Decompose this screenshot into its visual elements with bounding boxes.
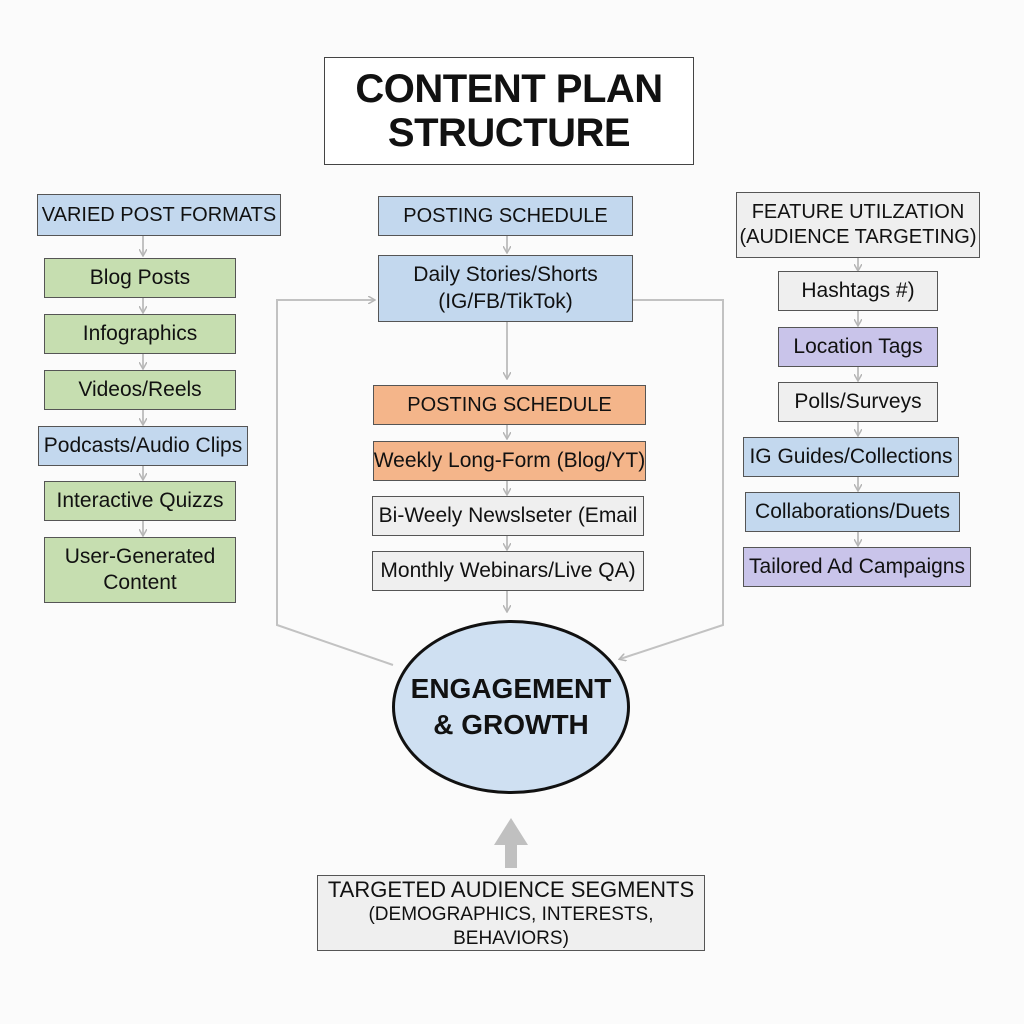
diagram-title: CONTENT PLAN STRUCTURE <box>324 57 694 165</box>
left-item-ugc: User-Generated Content <box>44 537 236 603</box>
center-daily-stories: Daily Stories/Shorts (IG/FB/TikTok) <box>378 255 633 322</box>
loop-arrow-left-to-daily <box>276 300 394 666</box>
right-header: FEATURE UTILZATION (AUDIENCE TARGETING) <box>736 192 980 258</box>
left-item-ugc-line2: Content <box>103 571 177 594</box>
left-item-ugc-line1: User-Generated <box>64 544 216 568</box>
center-daily-line1: Daily Stories/Shorts <box>413 263 598 287</box>
center-daily-line2: (IG/FB/TikTok) <box>438 289 573 313</box>
upward-arrow <box>494 818 528 868</box>
center-monthly: Monthly Webinars/Live QA) <box>372 551 644 591</box>
diagram-title-line1: CONTENT PLAN <box>355 67 663 111</box>
engagement-growth-node: ENGAGEMENT & GROWTH <box>392 620 630 794</box>
audience-segments-line2: (DEMOGRAPHICS, INTERESTS, BEHAVIORS) <box>368 904 654 949</box>
center-biweekly: Bi-Weely Newslseter (Email <box>372 496 644 536</box>
loop-arrow-daily-to-ellipse <box>620 299 724 659</box>
left-item-quizzes: Interactive Quizzs <box>44 481 236 521</box>
center-weekly: Weekly Long-Form (Blog/YT) <box>373 441 646 481</box>
left-item-videos-reels: Videos/Reels <box>44 370 236 410</box>
right-item-hashtags: Hashtags #) <box>778 271 938 311</box>
right-item-ig-guides: IG Guides/Collections <box>743 437 959 477</box>
center-header-2: POSTING SCHEDULE <box>373 385 646 425</box>
left-item-blog-posts: Blog Posts <box>44 258 236 298</box>
left-item-podcasts: Podcasts/Audio Clips <box>38 426 248 466</box>
audience-segments-line1: TARGETED AUDIENCE SEGMENTS <box>327 876 695 902</box>
right-item-collaborations: Collaborations/Duets <box>745 492 960 532</box>
audience-segments-box: TARGETED AUDIENCE SEGMENTS (DEMOGRAPHICS… <box>317 875 705 951</box>
right-item-location-tags: Location Tags <box>778 327 938 367</box>
right-item-polls: Polls/Surveys <box>778 382 938 422</box>
right-header-line1: FEATURE UTILZATION <box>751 201 965 223</box>
engagement-growth-line2: & GROWTH <box>433 709 589 740</box>
diagram-title-line2: STRUCTURE <box>387 111 631 155</box>
right-header-line2: (AUDIENCE TARGETING) <box>739 226 977 248</box>
left-header: VARIED POST FORMATS <box>37 194 281 236</box>
left-item-infographics: Infographics <box>44 314 236 354</box>
engagement-growth-line1: ENGAGEMENT <box>410 672 612 704</box>
right-item-ad-campaigns: Tailored Ad Campaigns <box>743 547 971 587</box>
center-header: POSTING SCHEDULE <box>378 196 633 236</box>
